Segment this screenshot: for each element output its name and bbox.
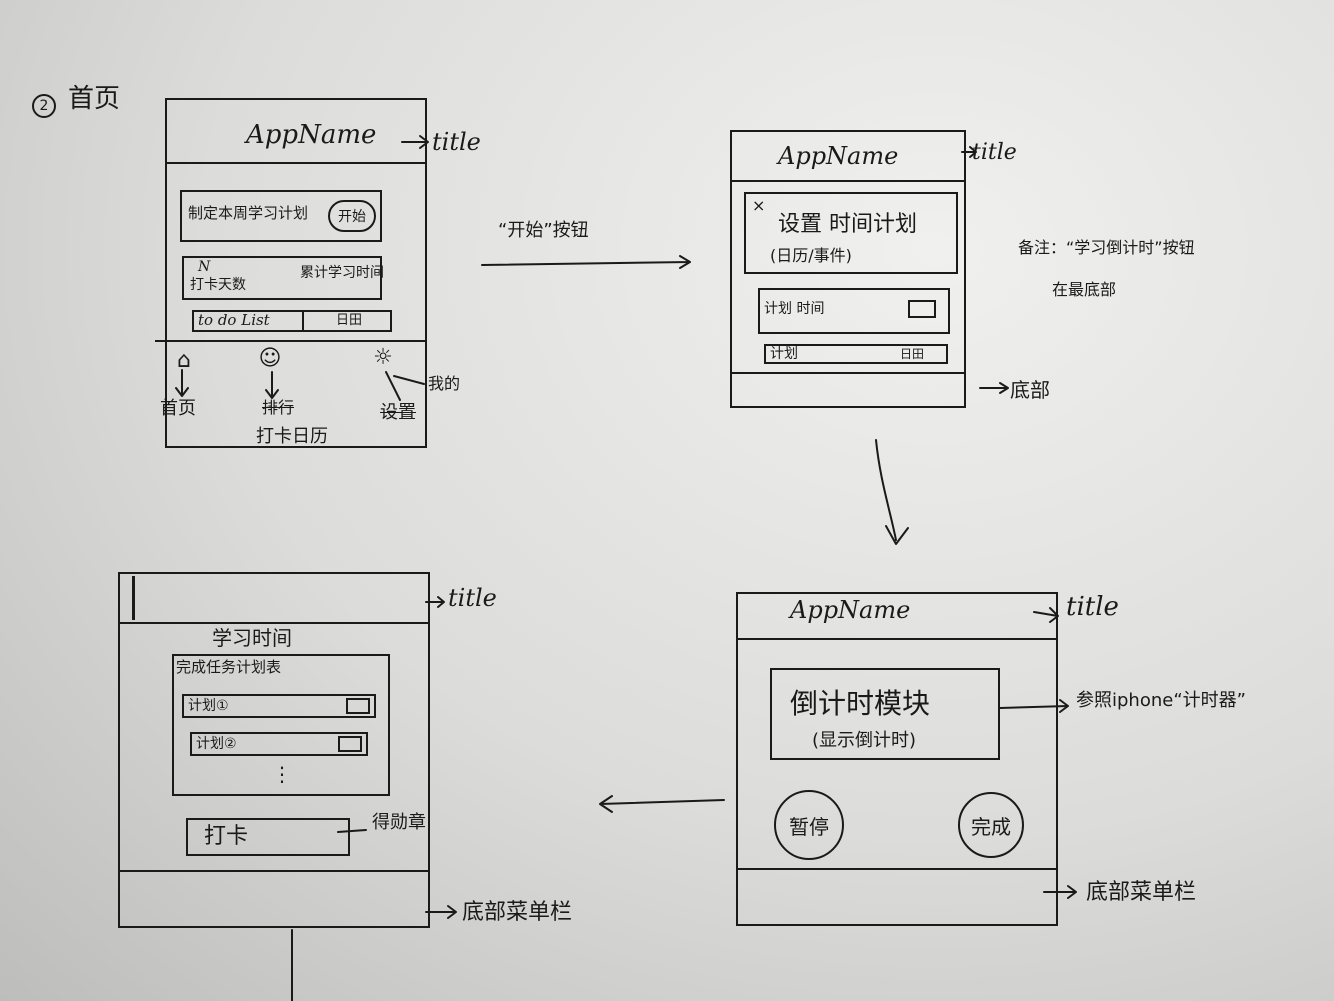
calendar-icon[interactable]: 日田 [336, 313, 363, 328]
done-button[interactable]: 完成 [958, 792, 1024, 858]
user-icon[interactable]: ☺ [258, 345, 282, 371]
countdown-title: 倒计时模块 [790, 687, 931, 720]
arrow-s4-checkin [337, 829, 367, 833]
side-note-line2: 在最底部 [1052, 280, 1117, 299]
close-icon[interactable]: × [752, 196, 766, 215]
arrow-s4-bottom [425, 905, 457, 919]
arrow-s3-bottom [1043, 885, 1077, 899]
screen1-checkin-count: N [198, 259, 211, 275]
screen3-bottom-note: 底部菜单栏 [1086, 880, 1197, 905]
arrow-tab-ranking [265, 371, 279, 399]
section-number-icon: 2 [32, 94, 56, 118]
screen1-title-note: title [432, 128, 481, 156]
plan-row-2[interactable] [190, 732, 368, 756]
screen4-subheading: 完成任务计划表 [176, 658, 282, 676]
screen2-heading: 设置 时间计划 [778, 212, 917, 237]
pause-button[interactable]: 暂停 [774, 790, 844, 860]
arrow-s3-module [999, 699, 1069, 713]
side-note-line1: 备注：“学习倒计时”按钮 [1018, 238, 1195, 257]
screen1-outline [165, 98, 427, 448]
calendar-icon-3[interactable]: 日田 [900, 347, 925, 361]
arrow-s2-bottom [979, 382, 1009, 394]
arrow-s3-s4 [599, 795, 725, 813]
arrow-s4-title [425, 596, 445, 608]
screen1-todo-divider [302, 312, 304, 330]
sun-icon[interactable]: ☼ [373, 344, 393, 370]
screen4-left-mark [132, 576, 135, 620]
arrow1-label: “开始”按钮 [498, 220, 589, 241]
screen2-setup-card[interactable] [744, 192, 958, 274]
screen1-plan-text: 制定本周学习计划 [188, 204, 309, 222]
screen3-title-divider [736, 638, 1058, 640]
calendar-icon-2[interactable] [908, 300, 936, 318]
screen2-bottom-note: 底部 [1010, 378, 1050, 402]
screen1-start-button[interactable]: 开始 [328, 200, 376, 232]
screen4-outline [118, 572, 430, 928]
screen1-total-time: 累计学习时间 [300, 265, 384, 281]
tab-ranking-label: 打卡日历 [256, 426, 328, 447]
calendar-icon-4[interactable] [346, 698, 370, 714]
screen3-outline [736, 592, 1058, 926]
screen2-title-note: title [972, 140, 1017, 165]
tab-settings-crossed: 设置 [380, 402, 416, 423]
screen4-bottom-note: 底部菜单栏 [462, 900, 573, 925]
screen4-heading: 学习时间 [212, 626, 292, 650]
tab-crossed-label: 排行 [262, 398, 295, 417]
arrow-s2-title [961, 146, 977, 158]
screen1-stats-card [182, 256, 382, 300]
checkin-label: 打卡 [204, 824, 249, 849]
screen4-bottom-divider [118, 870, 430, 872]
section-label: 首页 [68, 84, 121, 114]
more-ellipsis: ⋮ [272, 762, 292, 786]
checkin-note: 得勋章 [372, 812, 426, 833]
screen2-sub: (日历/事件) [770, 246, 852, 265]
tab-me-label: 我的 [428, 374, 461, 393]
screen2-plan-card[interactable] [758, 288, 950, 334]
arrow-s2-s3 [875, 439, 909, 545]
countdown-sub: (显示倒计时) [812, 730, 917, 751]
screen4-title-divider [118, 622, 430, 624]
plan-row-1-label: 计划① [188, 698, 229, 714]
screen2-plan-row-label: 计划 [770, 346, 798, 362]
screen1-checkin-days: 打卡天数 [190, 277, 246, 293]
screen2-title: AppName [778, 142, 899, 170]
arrow-tab-settings [385, 371, 401, 401]
screen1-plan-card[interactable] [180, 190, 382, 242]
tab-home-label: 首页 [160, 398, 196, 419]
screen4-title-note: title [448, 584, 497, 612]
screen1-todo-row[interactable] [192, 310, 392, 332]
checkin-button[interactable] [186, 818, 350, 856]
arrow-s1-title [401, 135, 429, 149]
arrow-tab-home [175, 369, 189, 397]
screen2-title-divider [730, 180, 966, 182]
arrow-tab-me [393, 375, 425, 385]
screen3-title-note: title [1066, 592, 1119, 622]
screen3-title: AppName [790, 596, 911, 624]
screen3-bottom-divider [736, 868, 1058, 870]
home-icon[interactable]: ⌂ [177, 347, 191, 373]
screen1-title-divider [165, 162, 427, 164]
screen1-todo-label: to do List [198, 311, 270, 329]
arrow-s3-title [1033, 607, 1059, 623]
plan-row-2-label: 计划② [196, 736, 237, 752]
screen2-outline [730, 130, 966, 408]
reference-note: 参照iphone“计时器” [1076, 690, 1246, 711]
screen2-plan-item: 计划 时间 [764, 301, 825, 317]
countdown-module [770, 668, 1000, 760]
screen1-title: AppName [246, 120, 377, 150]
screen4-plan-list [172, 654, 390, 796]
screen1-tabbar-divider [155, 340, 427, 342]
screen2-plan-row[interactable] [764, 344, 948, 364]
arrow-s1-s2 [481, 255, 691, 269]
screen2-bottom-divider [730, 372, 966, 374]
calendar-icon-5[interactable] [338, 736, 362, 752]
plan-row-1[interactable] [182, 694, 376, 718]
